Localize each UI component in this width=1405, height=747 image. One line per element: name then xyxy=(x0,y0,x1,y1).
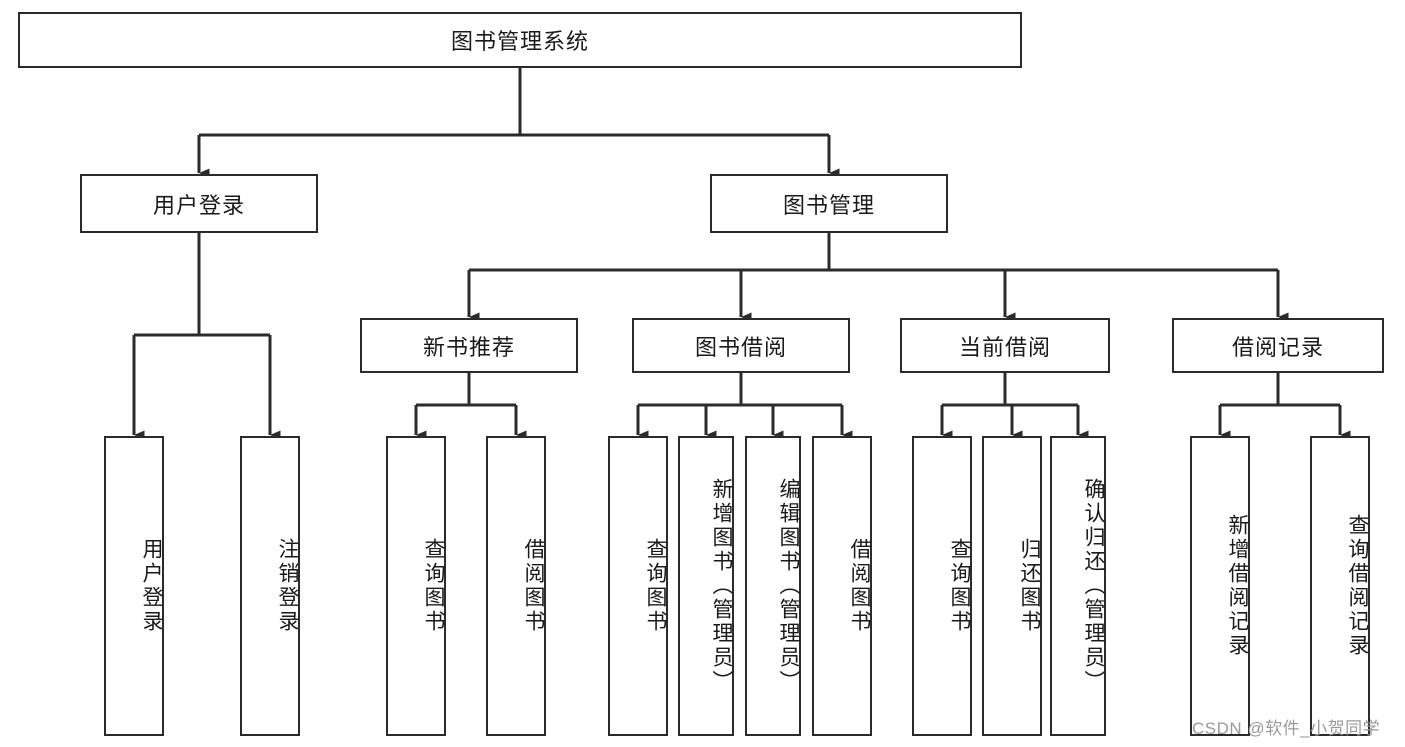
node-label: 借阅图书 xyxy=(848,538,871,634)
node-label: 借阅记录 xyxy=(1231,334,1324,360)
node-label: 确认归还（管理员） xyxy=(1082,478,1105,694)
node-label: 用户登录 xyxy=(152,192,245,218)
node-new-book-recommend[interactable]: 新书推荐 xyxy=(360,318,578,373)
node-label: 用户登录 xyxy=(140,538,163,634)
node-leaf-return-book[interactable]: 归还图书 xyxy=(982,436,1042,736)
node-leaf-query-book-3[interactable]: 查询图书 xyxy=(912,436,972,736)
node-book-borrow[interactable]: 图书借阅 xyxy=(632,318,850,373)
node-label: 归还图书 xyxy=(1018,538,1041,634)
node-label: 查询图书 xyxy=(422,538,445,634)
node-user-login[interactable]: 用户登录 xyxy=(80,174,318,233)
node-leaf-user-login[interactable]: 用户登录 xyxy=(104,436,164,736)
node-root[interactable]: 图书管理系统 xyxy=(18,12,1022,68)
node-leaf-edit-book-admin[interactable]: 编辑图书（管理员） xyxy=(745,436,801,736)
node-current-borrow[interactable]: 当前借阅 xyxy=(900,318,1110,373)
node-leaf-confirm-return-admin[interactable]: 确认归还（管理员） xyxy=(1050,436,1106,736)
node-label: 新增借阅记录 xyxy=(1226,514,1249,658)
node-label: 借阅图书 xyxy=(522,538,545,634)
node-label: 查询借阅记录 xyxy=(1346,514,1369,658)
node-leaf-query-book-1[interactable]: 查询图书 xyxy=(386,436,446,736)
node-label: 当前借阅 xyxy=(958,334,1051,360)
node-leaf-logout-login[interactable]: 注销登录 xyxy=(240,436,300,736)
node-label: 图书管理系统 xyxy=(450,29,589,54)
node-label: 新书推荐 xyxy=(422,334,515,360)
node-label: 图书管理 xyxy=(782,192,875,218)
node-label: 图书借阅 xyxy=(694,334,787,360)
node-leaf-borrow-book-2[interactable]: 借阅图书 xyxy=(812,436,872,736)
node-label: 注销登录 xyxy=(276,538,299,634)
node-label: 查询图书 xyxy=(644,538,667,634)
node-leaf-add-book-admin[interactable]: 新增图书（管理员） xyxy=(678,436,734,736)
node-leaf-add-borrow-record[interactable]: 新增借阅记录 xyxy=(1190,436,1250,736)
node-leaf-query-book-2[interactable]: 查询图书 xyxy=(608,436,668,736)
node-label: 查询图书 xyxy=(948,538,971,634)
csdn-watermark: CSDN @软件_小贺同学 xyxy=(1192,719,1381,738)
node-label: 编辑图书（管理员） xyxy=(777,478,800,694)
node-label: 新增图书（管理员） xyxy=(710,478,733,694)
node-book-manage[interactable]: 图书管理 xyxy=(710,174,948,233)
node-borrow-record[interactable]: 借阅记录 xyxy=(1172,318,1384,373)
node-leaf-borrow-book-1[interactable]: 借阅图书 xyxy=(486,436,546,736)
node-leaf-query-borrow-record[interactable]: 查询借阅记录 xyxy=(1310,436,1370,736)
